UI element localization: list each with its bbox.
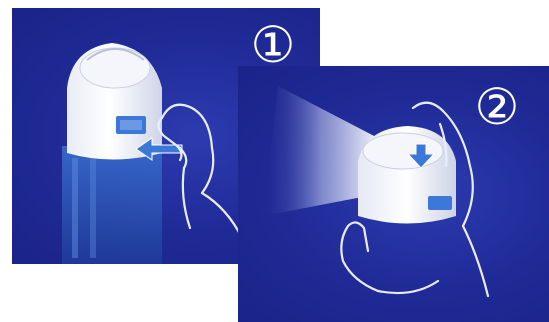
- step-number-1: ①: [242, 20, 304, 70]
- bottle-body: [62, 146, 162, 264]
- step-number-2: ②: [466, 82, 528, 132]
- hand-outline-icon: [158, 105, 242, 238]
- device-cap-icon: [358, 126, 456, 224]
